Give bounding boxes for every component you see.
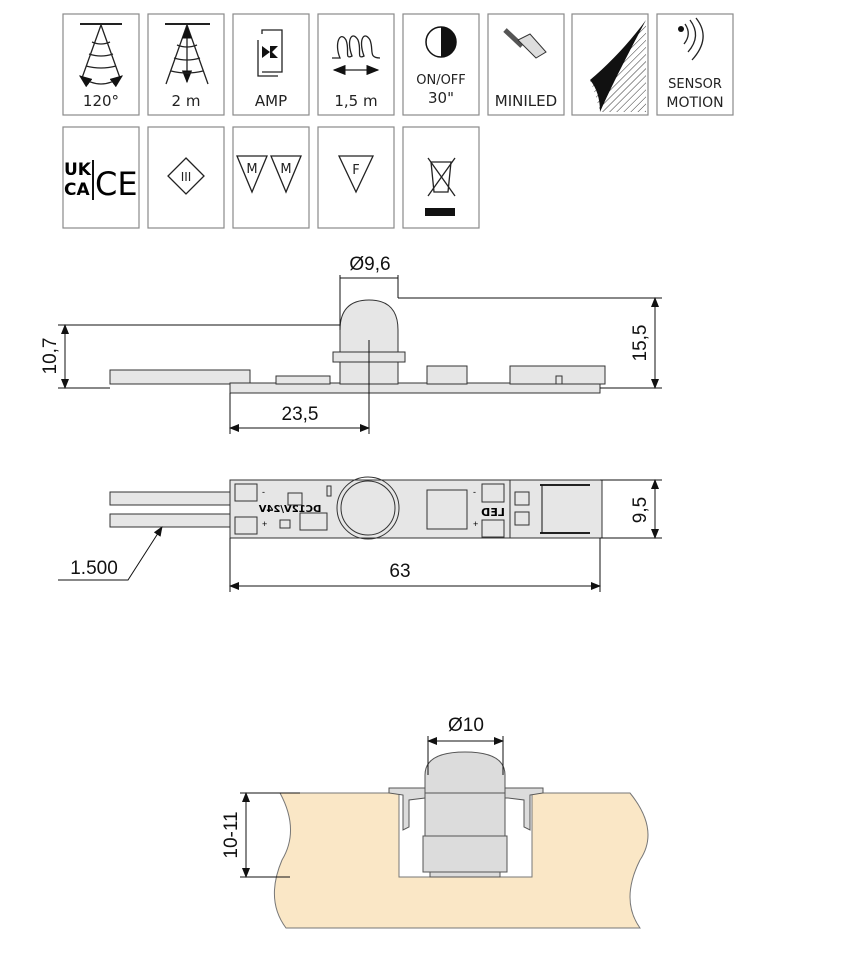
cable-length-dim: 1.500 <box>70 558 118 579</box>
f-mark-icon: F <box>337 155 375 194</box>
icon-detection-distance: 2 m <box>147 13 225 116</box>
plus-label: + <box>262 519 267 529</box>
pcb-led-label: LED <box>481 506 505 519</box>
icon-weee <box>402 126 480 229</box>
detection-angle-icon <box>78 23 124 88</box>
icon-label: 30" <box>428 89 454 107</box>
icon-on-off-timer: ON/OFF 30" <box>402 13 480 116</box>
icon-light-dark <box>571 13 649 116</box>
icon-label: AMP <box>255 92 287 110</box>
minus-label: - <box>473 487 476 497</box>
icon-label: MOTION <box>666 95 723 111</box>
ukca-ce-mark-icon: UK CA CE <box>64 160 138 203</box>
amp-connector-icon <box>257 29 283 77</box>
mm-mark-icon: M M <box>236 155 302 194</box>
icon-cable-length: 1,5 m <box>317 13 395 116</box>
icon-motion-sensor: SENSOR MOTION <box>656 13 734 116</box>
icon-label: SENSOR <box>668 77 722 92</box>
installation-view-drawing: 10-11 Ø10 <box>221 715 649 929</box>
pcb-voltage-label: DC12V/24V <box>258 504 321 515</box>
icon-ukca-ce: UK CA CE <box>62 126 140 229</box>
icon-class-iii: III <box>147 126 225 229</box>
class-iii-icon: III <box>167 157 205 195</box>
motion-sensor-icon <box>678 17 704 61</box>
total-height-dim: 15,5 <box>630 325 651 362</box>
plus-label: + <box>473 519 478 529</box>
sensor-offset-dim: 23,5 <box>282 404 319 425</box>
icon-label: MINILED <box>495 92 557 110</box>
ukca-text: UK <box>64 160 92 180</box>
f-text: F <box>352 163 359 178</box>
class-iii-text: III <box>181 170 192 184</box>
icon-detection-angle: 120° <box>62 13 140 116</box>
length-dim: 63 <box>389 561 410 582</box>
ukca-text: CA <box>64 180 90 200</box>
icon-mm: M M <box>232 126 310 229</box>
icon-miniled: MINILED <box>487 13 565 116</box>
m-text: M <box>246 162 257 177</box>
weee-bin-icon <box>425 157 456 216</box>
width-dim: 9,5 <box>630 497 651 523</box>
m-text: M <box>280 162 291 177</box>
ce-text: CE <box>95 165 138 203</box>
miniled-connector-icon <box>503 28 547 59</box>
icon-f: F <box>317 126 395 229</box>
dome-diameter-dim: Ø9,6 <box>349 254 390 275</box>
icon-label: ON/OFF <box>416 73 466 88</box>
board-height-dim: 10,7 <box>40 338 61 375</box>
minus-label: - <box>262 487 265 497</box>
top-view-drawing: - + DC12V/24V - + LED 9,5 63 1.500 <box>58 476 662 592</box>
hole-diameter-dim: Ø10 <box>448 715 484 736</box>
icon-label: 120° <box>83 92 119 110</box>
icon-label: 1,5 m <box>334 92 377 110</box>
light-dark-icon <box>590 20 646 112</box>
side-view-drawing: Ø9,6 15,5 10,7 23,5 <box>40 254 662 434</box>
detection-distance-icon <box>165 23 210 85</box>
icon-label: 2 m <box>172 92 201 110</box>
cable-length-icon <box>332 35 381 76</box>
icon-amp: AMP <box>232 13 310 116</box>
thickness-dim: 10-11 <box>221 811 242 858</box>
on-off-timer-icon <box>425 26 457 58</box>
